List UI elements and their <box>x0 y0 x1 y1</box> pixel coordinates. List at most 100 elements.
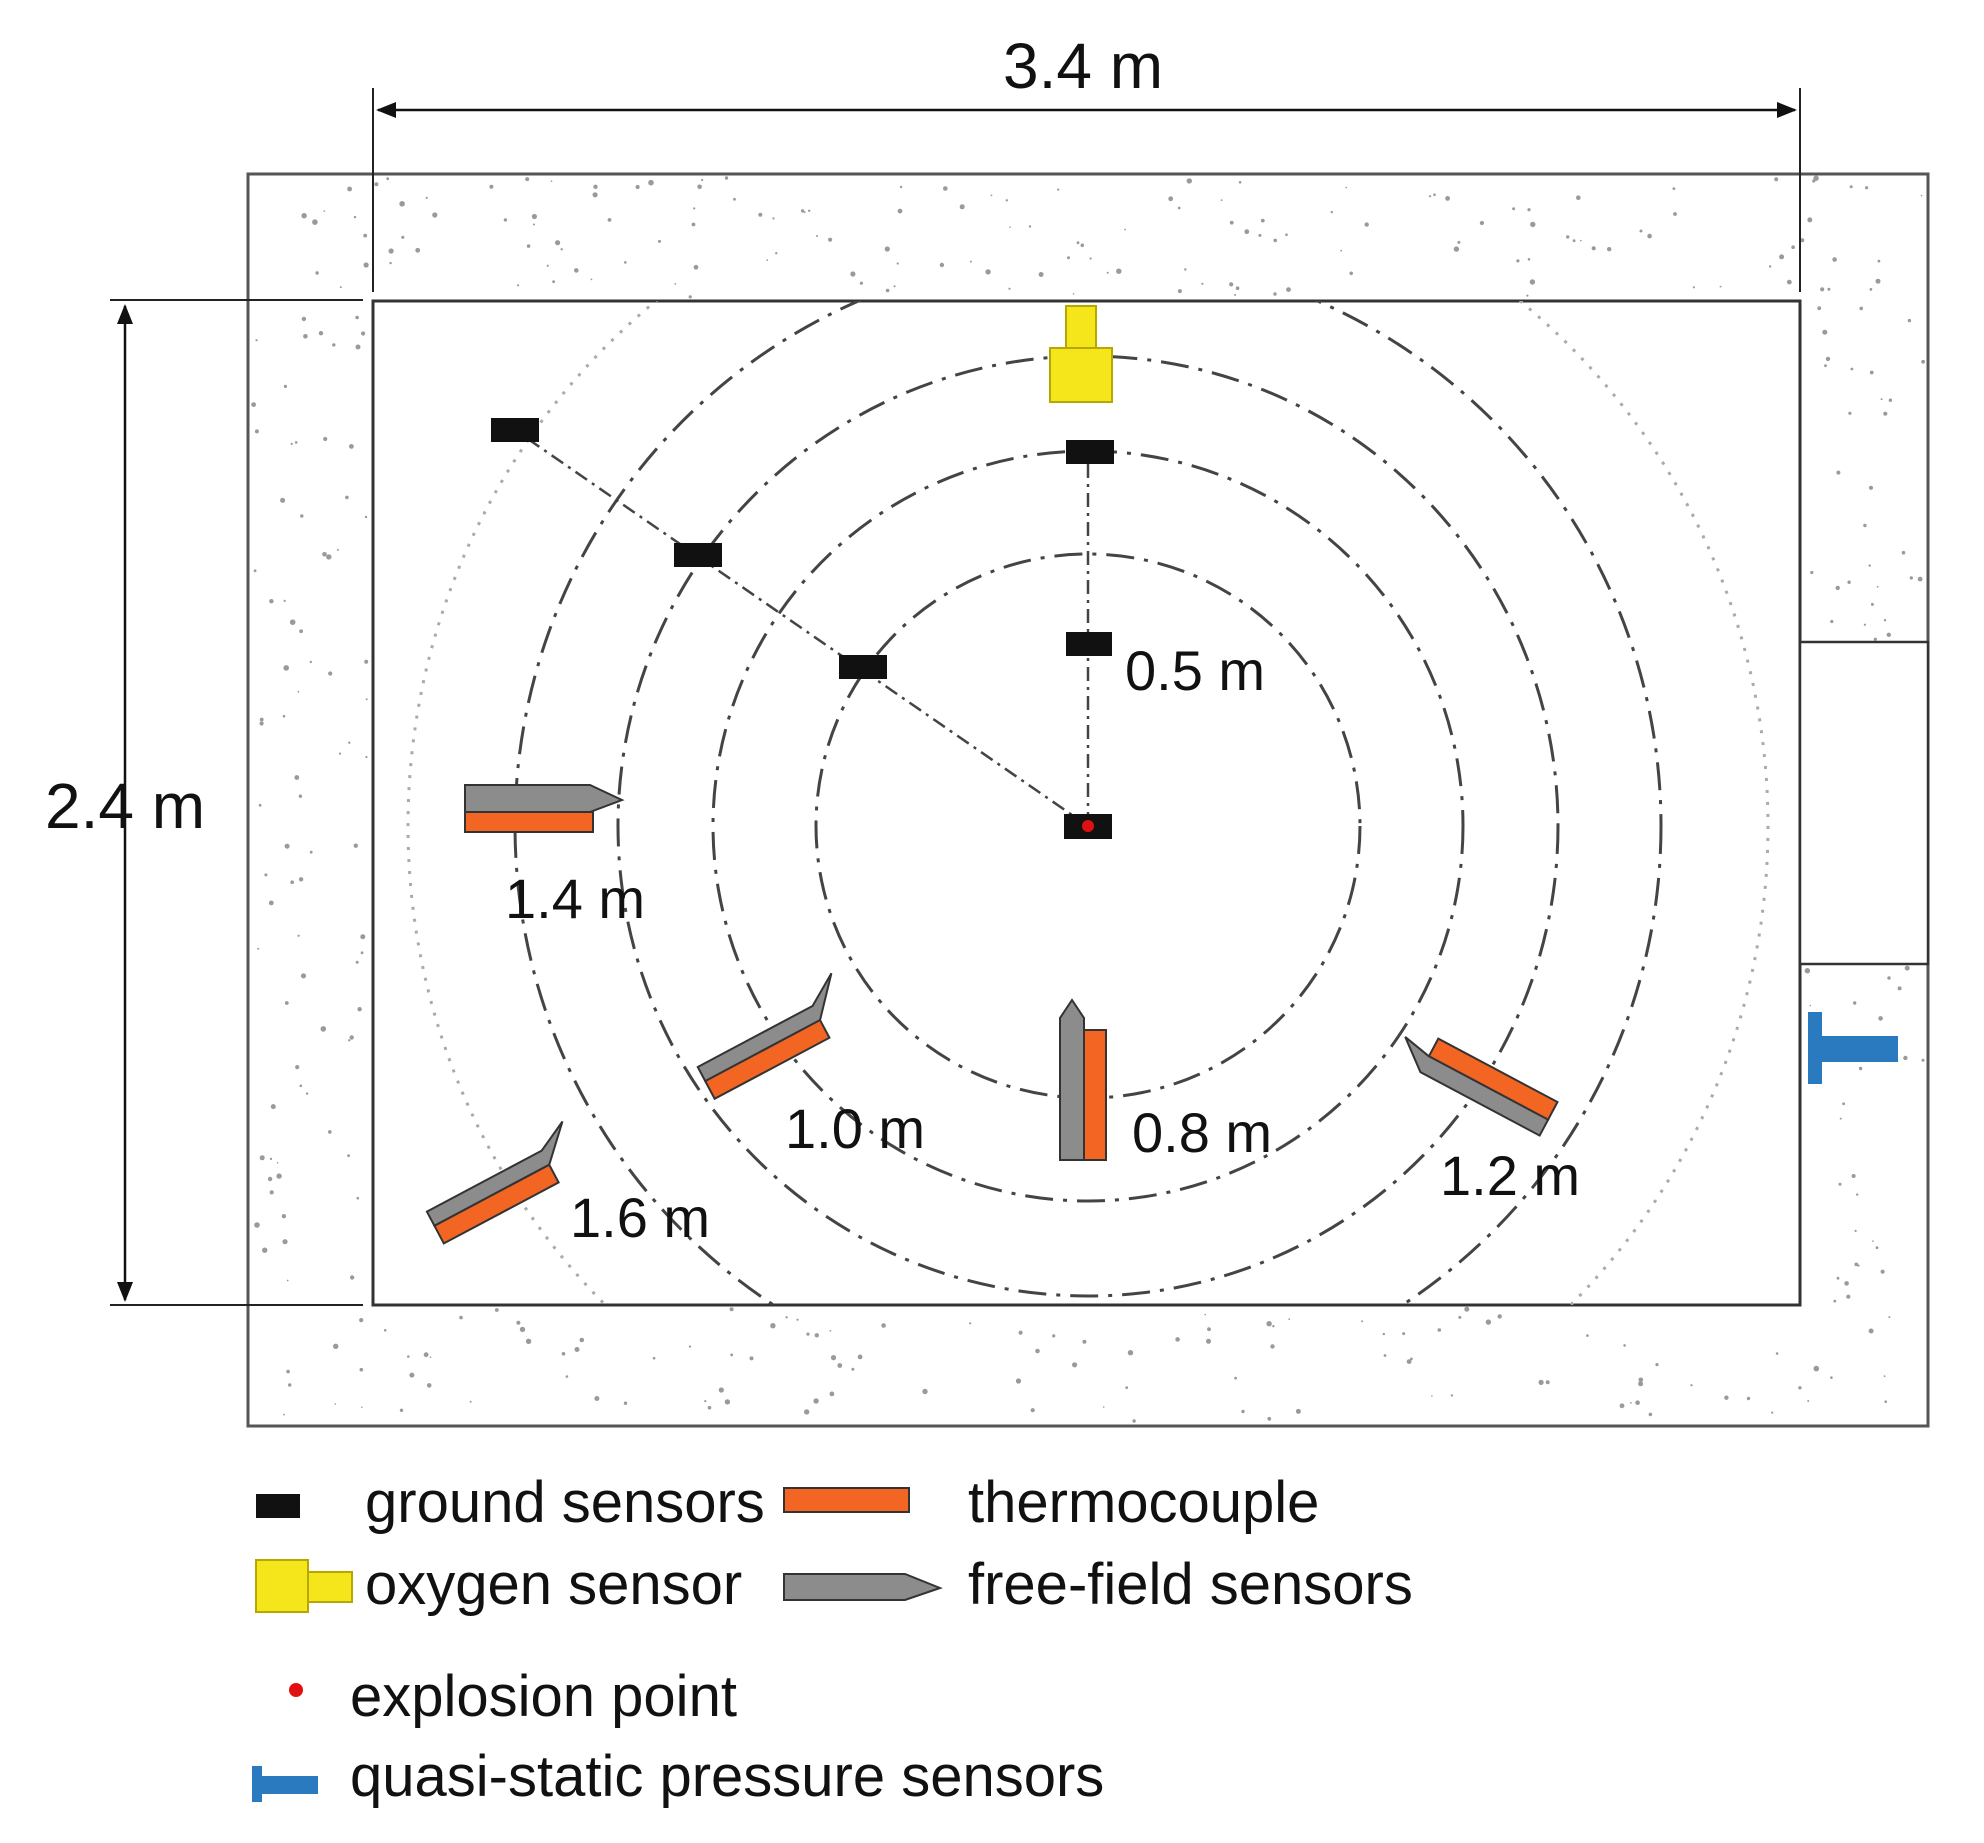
concrete-speckle <box>1572 239 1576 243</box>
concrete-speckle <box>257 947 260 950</box>
concrete-speckle <box>525 1338 532 1345</box>
concrete-speckle <box>1844 1281 1849 1286</box>
concrete-speckle <box>389 261 392 265</box>
concrete-speckle <box>1089 257 1092 260</box>
concrete-speckle <box>305 1092 309 1095</box>
concrete-speckle <box>526 244 531 248</box>
concrete-speckle <box>1887 976 1891 980</box>
concrete-speckle <box>1883 411 1888 416</box>
concrete-speckle <box>1825 356 1831 362</box>
concrete-speckle <box>1846 1294 1851 1299</box>
concrete-speckle <box>347 1154 350 1157</box>
concrete-speckle <box>1768 265 1772 268</box>
concrete-speckle <box>1529 279 1536 285</box>
concrete-speckle <box>1028 225 1032 228</box>
concrete-speckle <box>594 1396 600 1401</box>
concrete-speckle <box>494 1308 499 1312</box>
concrete-speckle <box>1241 1409 1245 1414</box>
concrete-speckle <box>1724 1395 1729 1400</box>
door-opening <box>1798 640 1930 966</box>
concrete-speckle <box>1234 294 1237 296</box>
concrete-speckle <box>1102 1406 1105 1408</box>
concrete-speckle <box>1607 247 1612 252</box>
concrete-speckle <box>574 268 579 273</box>
radius-label: 0.5 m <box>1125 639 1265 702</box>
concrete-speckle <box>1849 185 1853 189</box>
concrete-speckle <box>270 1104 276 1110</box>
concrete-speckle <box>814 1333 819 1338</box>
concrete-speckle <box>334 1403 337 1405</box>
concrete-speckle <box>990 194 993 197</box>
concrete-speckle <box>1822 329 1828 335</box>
concrete-speckle <box>648 179 654 186</box>
concrete-speckle <box>624 261 627 264</box>
concrete-speckle <box>1746 1396 1751 1401</box>
concrete-speckle <box>1692 286 1695 289</box>
concrete-speckle <box>388 248 394 254</box>
concrete-speckle <box>353 215 357 219</box>
concrete-speckle <box>804 1409 810 1415</box>
concrete-speckle <box>298 877 304 882</box>
concrete-speckle <box>1445 196 1450 201</box>
legend-pressure-sensor-icon <box>252 1766 318 1802</box>
concrete-speckle <box>1638 1381 1644 1387</box>
concrete-speckle <box>1833 1299 1837 1303</box>
concrete-speckle <box>1286 287 1291 292</box>
concrete-speckle <box>1330 210 1334 214</box>
concrete-speckle <box>336 548 339 551</box>
concrete-speckle <box>1067 256 1070 260</box>
concrete-speckle <box>1526 294 1529 297</box>
concrete-speckle <box>332 343 336 347</box>
ground-sensor <box>1066 632 1112 656</box>
concrete-speckle <box>269 1190 274 1195</box>
concrete-speckle <box>297 934 300 937</box>
concrete-speckle <box>1538 1379 1544 1385</box>
concrete-speckle <box>503 218 508 222</box>
concrete-speckle <box>1177 206 1181 210</box>
concrete-speckle <box>881 1323 886 1328</box>
concrete-speckle <box>1082 1339 1087 1344</box>
legend-explosion-point: explosion point <box>350 1664 737 1729</box>
concrete-speckle <box>348 741 351 744</box>
concrete-speckle <box>1345 186 1347 189</box>
concrete-speckle <box>800 209 805 213</box>
free-field-sensor-0.8 <box>1059 998 1107 1161</box>
concrete-speckle <box>1848 411 1852 415</box>
concrete-speckle <box>658 239 661 243</box>
concrete-speckle <box>1124 228 1126 231</box>
legend: ground sensors thermocouple oxygen senso… <box>252 1470 1413 1809</box>
concrete-speckle <box>360 934 366 940</box>
concrete-speckle <box>1851 1174 1856 1178</box>
legend-explosion-point-icon <box>289 1683 303 1697</box>
concrete-speckle <box>1868 1328 1874 1334</box>
concrete-speckle <box>1186 178 1193 184</box>
concrete-speckle <box>284 843 290 849</box>
concrete-speckle <box>399 201 405 207</box>
concrete-speckle <box>1512 207 1516 211</box>
concrete-speckle <box>333 1343 339 1350</box>
concrete-speckle <box>1850 367 1854 371</box>
concrete-speckle <box>286 1369 290 1374</box>
concrete-speckle <box>724 176 729 180</box>
concrete-speckle <box>1580 239 1582 242</box>
concrete-speckle <box>1868 564 1871 567</box>
concrete-speckle <box>301 213 307 219</box>
concrete-speckle <box>1791 245 1795 249</box>
concrete-speckle <box>339 286 342 289</box>
concrete-speckle <box>1888 398 1893 402</box>
concrete-speckle <box>1229 282 1234 287</box>
concrete-speckle <box>1008 287 1011 290</box>
concrete-speckle <box>1774 177 1779 182</box>
concrete-speckle <box>623 1401 628 1405</box>
concrete-speckle <box>693 207 696 210</box>
concrete-speckle <box>1856 1193 1859 1196</box>
concrete-speckle <box>355 960 359 964</box>
legend-thermocouple: thermocouple <box>968 1470 1319 1535</box>
concrete-speckle <box>574 1347 580 1352</box>
concrete-speckle <box>850 271 856 277</box>
concrete-speckle <box>1015 1378 1022 1384</box>
concrete-speckle <box>365 755 368 759</box>
concrete-speckle <box>1288 1318 1291 1320</box>
concrete-speckle <box>1273 238 1277 243</box>
concrete-speckle <box>361 331 366 336</box>
